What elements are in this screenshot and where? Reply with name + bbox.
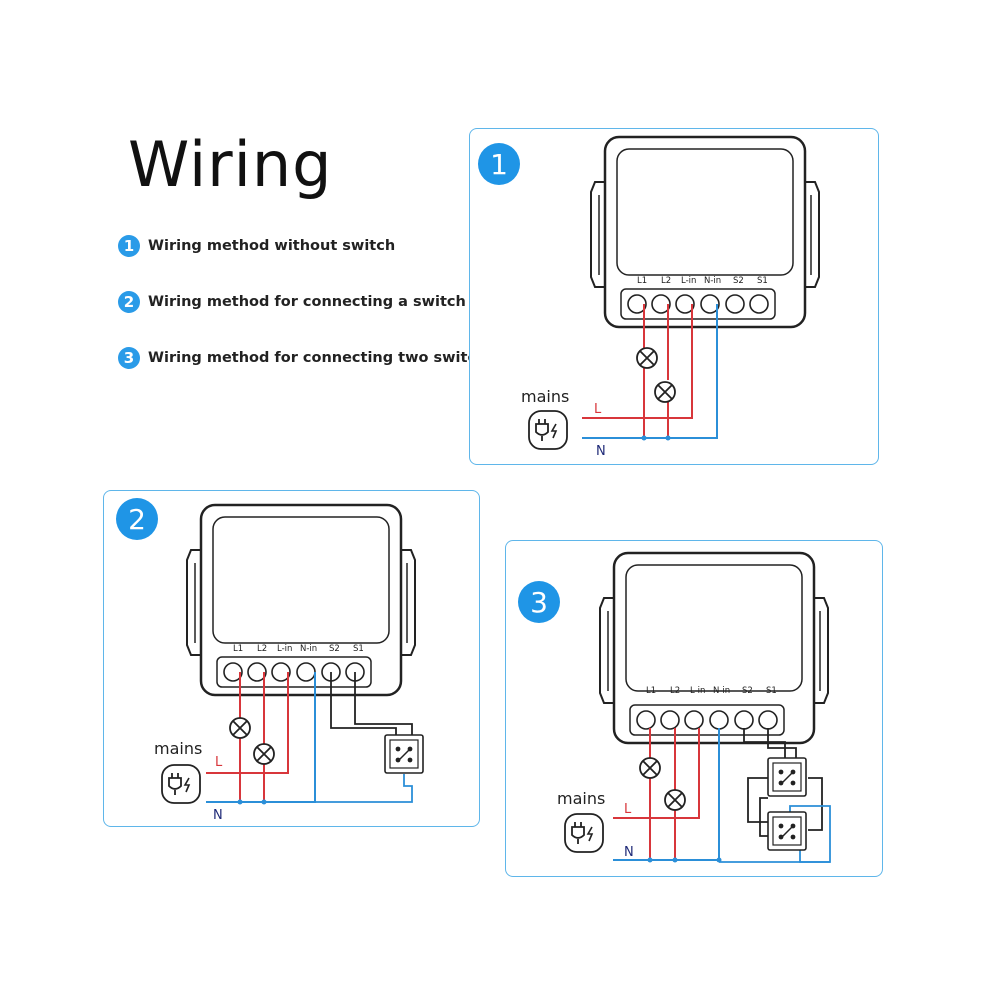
lamp-icon <box>229 717 251 739</box>
lamp-icon <box>664 789 686 811</box>
terminal-label: L2 <box>670 686 680 696</box>
terminal-label: L2 <box>257 644 267 654</box>
terminal-label: S1 <box>766 686 777 696</box>
panel-2-diagram: L1 L2 L-in N-in S2 S1 <box>161 503 424 805</box>
terminal-label: L1 <box>637 276 647 286</box>
legend-number-2: 2 <box>118 291 140 313</box>
terminal-label: L1 <box>233 644 243 654</box>
terminal-label: S1 <box>353 644 364 654</box>
panel-3-l-label: L <box>624 802 632 817</box>
legend-number-1: 1 <box>118 235 140 257</box>
panel-1-n-label: N <box>596 444 606 459</box>
lamp-icon <box>636 347 658 369</box>
panel-1-badge: 1 <box>478 143 520 185</box>
legend-text-3: Wiring method for connecting two switche… <box>148 350 505 366</box>
terminal-label: S2 <box>742 686 753 696</box>
switch-icon <box>384 734 424 774</box>
panel-2-badge: 2 <box>116 498 158 540</box>
plug-icon <box>161 764 201 804</box>
terminal-label: L-in <box>277 644 292 654</box>
terminal-label: S2 <box>733 276 744 286</box>
legend-text-2: Wiring method for connecting a switch <box>148 294 466 310</box>
panel-2-n-label: N <box>213 808 223 823</box>
panel-3-diagram: L1 L2 L-in N-in S2 S1 <box>564 551 831 863</box>
terminal-label: L2 <box>661 276 671 286</box>
relay-module-2 <box>185 503 417 697</box>
lamp-icon <box>253 743 275 765</box>
lamp-icon <box>654 381 676 403</box>
legend-number-3: 3 <box>118 347 140 369</box>
legend-item-2: 2 Wiring method for connecting a switch <box>118 291 466 313</box>
terminal-label: L-in <box>690 686 705 696</box>
terminal-label: L-in <box>681 276 696 286</box>
legend-text-1: Wiring method without switch <box>148 238 396 254</box>
terminal-label: S1 <box>757 276 768 286</box>
terminal-label: S2 <box>329 644 340 654</box>
page-title: Wiring <box>128 128 333 201</box>
terminal-label: L1 <box>646 686 656 696</box>
terminal-label: N-in <box>300 644 317 654</box>
terminal-label: N-in <box>704 276 721 286</box>
legend-item-3: 3 Wiring method for connecting two switc… <box>118 347 505 369</box>
panel-1-mains-label: mains <box>521 387 570 406</box>
plug-icon <box>564 813 604 853</box>
panel-1-l-label: L <box>594 402 602 417</box>
plug-icon <box>528 410 568 450</box>
panel-2-mains-label: mains <box>154 739 203 758</box>
panel-2-l-label: L <box>215 755 223 770</box>
switch-icon <box>767 811 807 851</box>
panel-3-badge: 3 <box>518 581 560 623</box>
panel-1-diagram: L1 L2 L-in N-in S2 S1 <box>528 135 821 450</box>
legend-item-1: 1 Wiring method without switch <box>118 235 395 257</box>
relay-module-1 <box>589 135 821 329</box>
relay-module-3 <box>598 551 830 745</box>
switch-icon <box>767 757 807 797</box>
terminal-label: N-in <box>713 686 730 696</box>
panel-3-n-label: N <box>624 845 634 860</box>
panel-3-mains-label: mains <box>557 789 606 808</box>
lamp-icon <box>639 757 661 779</box>
